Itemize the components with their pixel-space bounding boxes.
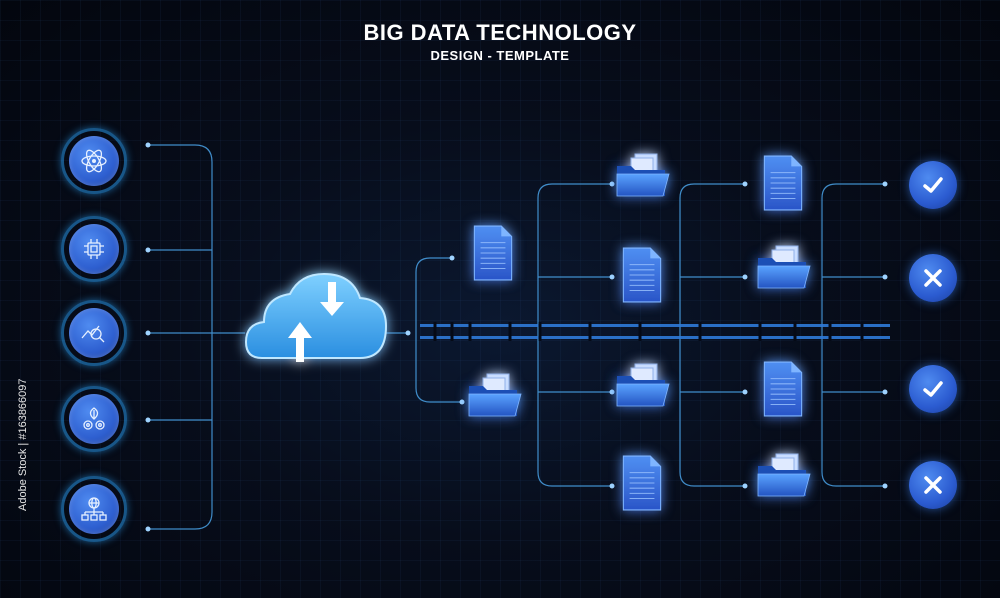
document-icon	[763, 361, 803, 417]
document-icon	[622, 247, 662, 303]
folder-icon	[616, 153, 670, 197]
folder-icon	[616, 363, 670, 407]
folder-icon	[757, 245, 811, 289]
status-cross	[909, 461, 957, 509]
folder-icon	[468, 373, 522, 417]
atom-icon	[81, 149, 107, 173]
node-leaf-gears	[61, 386, 127, 452]
check-icon	[923, 177, 943, 193]
close-icon	[924, 476, 942, 494]
cloud-upload-download-icon	[244, 272, 388, 362]
document-icon	[622, 455, 662, 511]
check-icon	[923, 381, 943, 397]
chip-icon	[84, 239, 104, 259]
analytics-search-icon	[81, 325, 105, 343]
document-icon	[473, 225, 513, 281]
node-network	[61, 476, 127, 542]
status-check	[909, 161, 957, 209]
network-globe-icon	[81, 497, 107, 521]
node-chip	[61, 216, 127, 282]
status-cross	[909, 254, 957, 302]
data-stream	[420, 324, 890, 339]
page-title: BIG DATA TECHNOLOGY	[363, 20, 637, 45]
folder-icon	[757, 453, 811, 497]
node-atom	[61, 128, 127, 194]
status-check	[909, 365, 957, 413]
leaf-gears-icon	[83, 407, 105, 430]
node-analytics	[61, 300, 127, 366]
close-icon	[924, 269, 942, 287]
page-subtitle: DESIGN - TEMPLATE	[430, 48, 570, 63]
document-icon	[763, 155, 803, 211]
